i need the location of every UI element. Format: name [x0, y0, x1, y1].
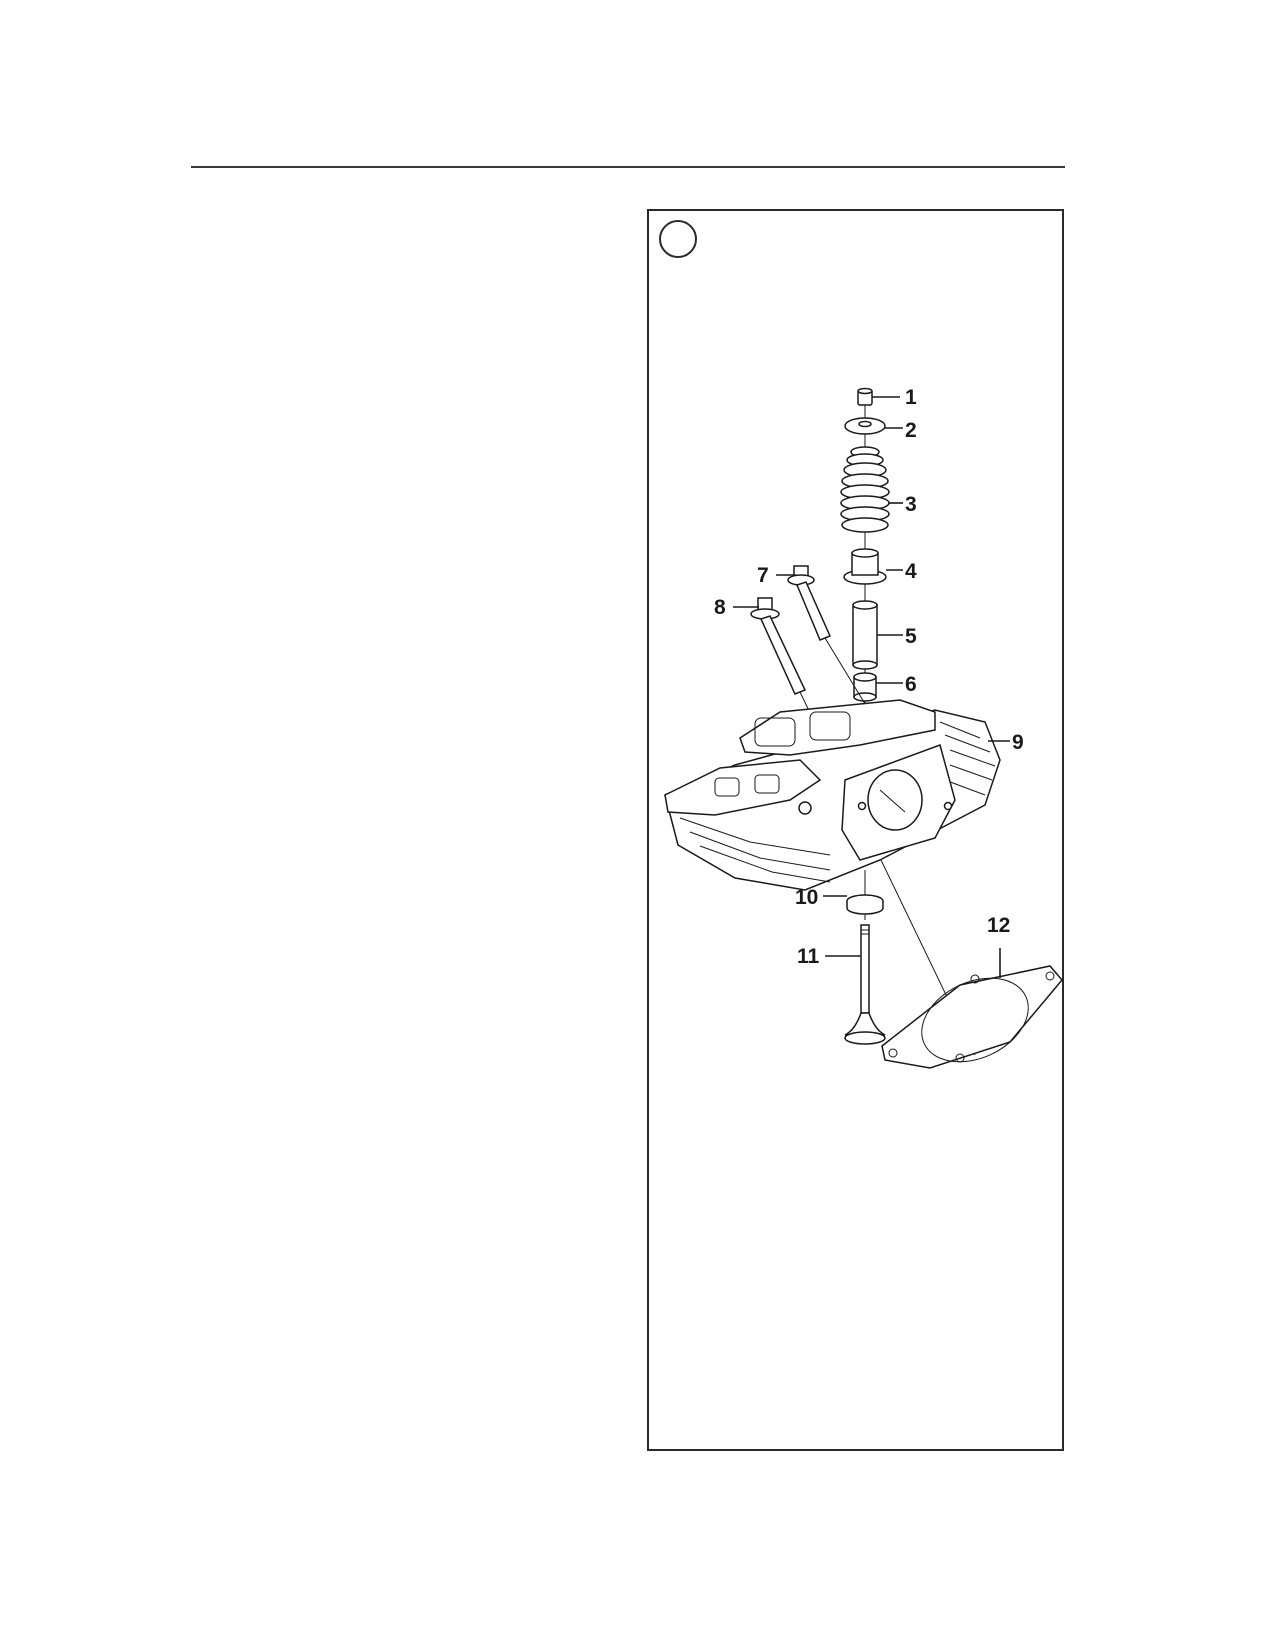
part-11-valve	[844, 924, 886, 1045]
part-4-valve-seal	[843, 548, 887, 585]
part-1-valve-keeper	[857, 387, 873, 406]
part-12-head-gasket	[881, 965, 1063, 1069]
part-3-valve-spring	[840, 446, 890, 533]
part-10-valve-seat	[846, 894, 884, 915]
figure-number-circle	[659, 220, 697, 258]
leader-lines	[733, 396, 1010, 978]
part-6-guide-ring	[853, 672, 877, 702]
callout-8: 8	[714, 596, 726, 619]
part-2-spring-retainer	[844, 417, 886, 435]
callout-4: 4	[905, 560, 917, 583]
part-5-valve-guide	[852, 600, 878, 670]
callout-6: 6	[905, 673, 917, 696]
callout-1: 1	[905, 386, 917, 409]
callout-3: 3	[905, 493, 917, 516]
callout-10: 10	[795, 886, 818, 909]
callout-5: 5	[905, 625, 917, 648]
figure-frame	[647, 209, 1064, 1451]
callout-2: 2	[905, 419, 917, 442]
callout-9: 9	[1012, 731, 1024, 754]
header-rule	[191, 166, 1065, 168]
part-9-cylinder-head	[664, 699, 1001, 891]
callout-7: 7	[757, 564, 769, 587]
part-7-head-bolt	[787, 565, 891, 746]
callout-11: 11	[797, 945, 820, 968]
callout-12: 12	[987, 914, 1010, 937]
